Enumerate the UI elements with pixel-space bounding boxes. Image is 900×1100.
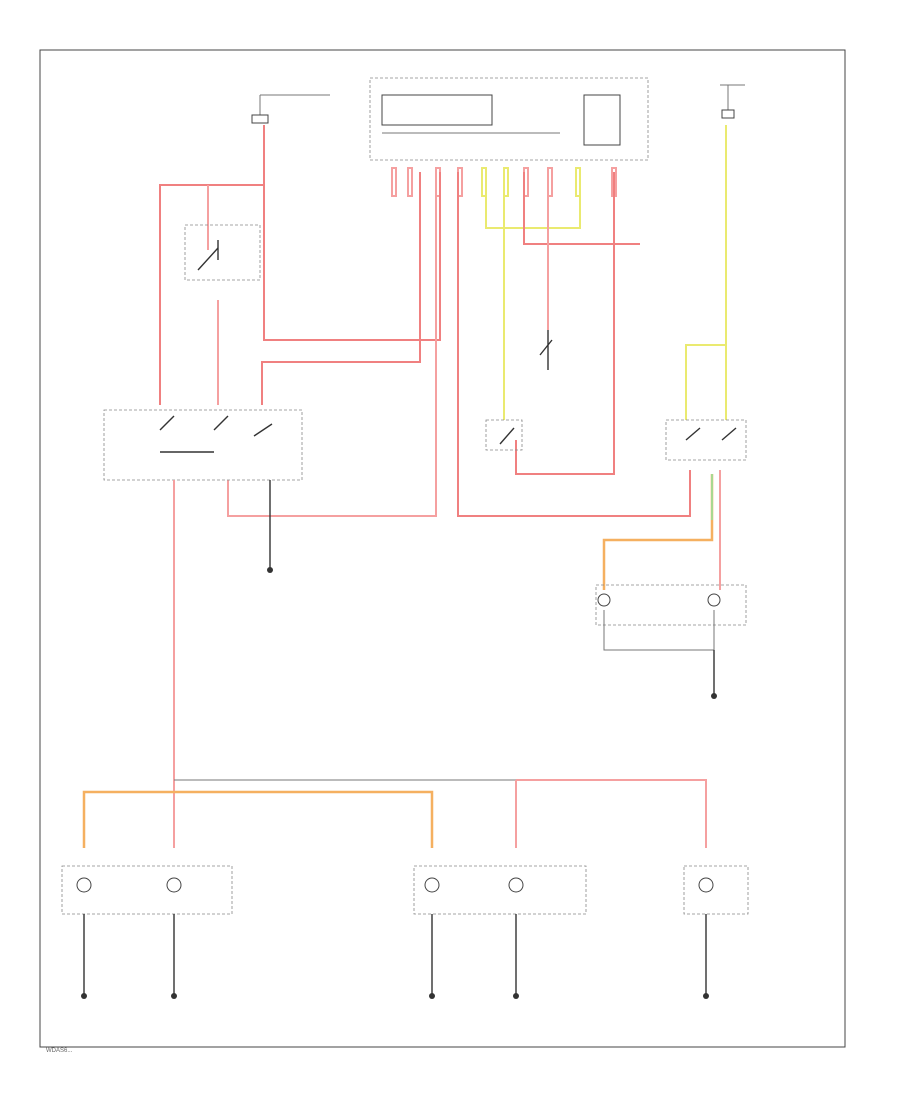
turn-signal-switch bbox=[665, 419, 747, 461]
central-control-module bbox=[369, 77, 649, 161]
left-lamps bbox=[61, 865, 233, 915]
diagram-frame bbox=[39, 49, 846, 1048]
license-lamp bbox=[683, 865, 749, 915]
power-source-right bbox=[720, 84, 745, 119]
door-switch bbox=[539, 330, 553, 370]
footer-code: WDAS6... bbox=[46, 1048, 73, 1054]
power-source-left bbox=[251, 94, 330, 124]
right-parking-lamps bbox=[595, 584, 747, 699]
wire-red-feed bbox=[263, 125, 441, 341]
right-lamps bbox=[413, 865, 587, 915]
tail-switch bbox=[485, 419, 523, 451]
headlight-switch bbox=[103, 409, 303, 481]
brake-switch bbox=[184, 224, 261, 281]
